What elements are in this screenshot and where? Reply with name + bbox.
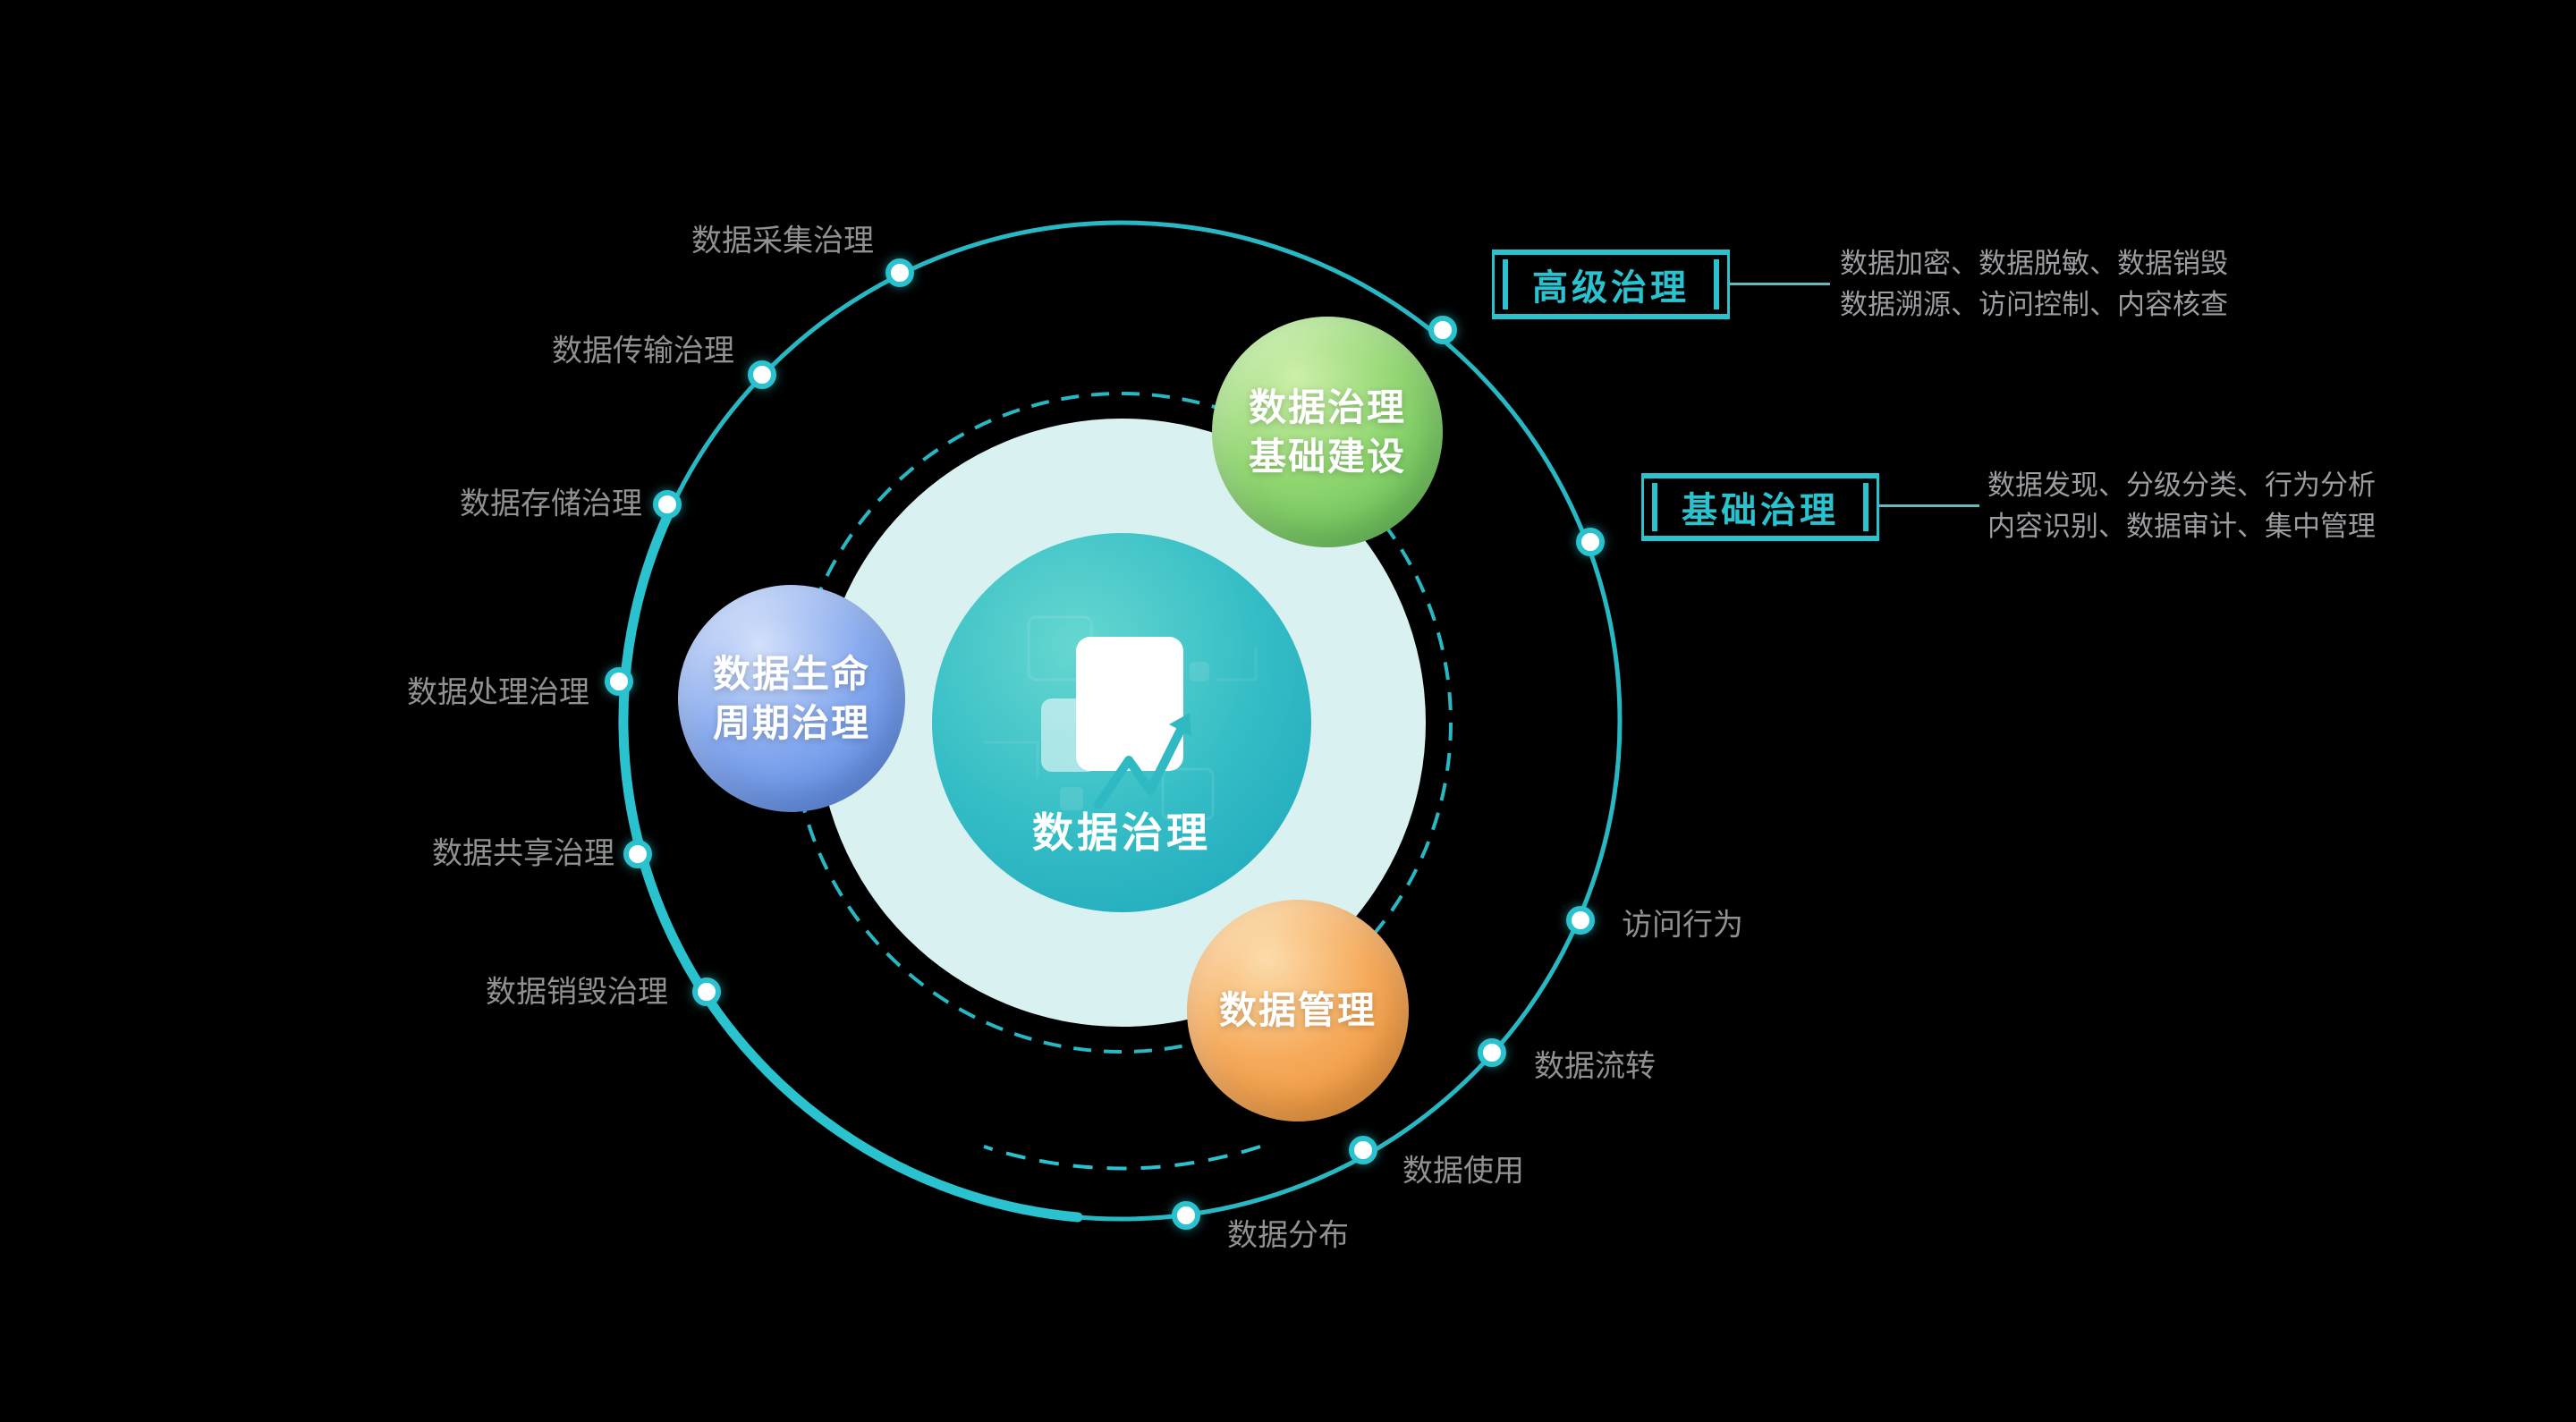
- label-data-sharing: 数据共享治理: [432, 836, 614, 871]
- label-data-transfer: 数据传输治理: [552, 334, 734, 368]
- bubble-blue-line1: 数据生命: [712, 652, 870, 695]
- orbit-dot-advanced: [1428, 316, 1457, 344]
- line-chart-icon: [1041, 637, 1191, 809]
- bubble-data-management: 数据管理: [1187, 900, 1409, 1122]
- label-data-processing: 数据处理治理: [407, 675, 589, 710]
- chart-zigzag-line: [1094, 725, 1185, 809]
- orbit-dot-processing: [605, 667, 633, 696]
- bubble-green-line1: 数据治理: [1248, 385, 1406, 428]
- bubble-governance-foundation: 数据治理 基础建设: [1212, 317, 1443, 547]
- chart-arrow-head: [1169, 713, 1191, 736]
- chart-icon-back-card: [1041, 698, 1097, 772]
- bubble-orange-line1: 数据管理: [1218, 989, 1377, 1032]
- chart-icon-card: [1076, 637, 1183, 771]
- callout-advanced-governance-plate: 高级治理: [1492, 250, 1730, 319]
- orbit-dot-basic: [1576, 528, 1605, 556]
- bubble-blue-line2: 周期治理: [712, 702, 870, 744]
- callout-basic-desc-line2: 内容识别、数据审计、集中管理: [1987, 511, 2376, 542]
- orbit-dot-collection: [886, 258, 914, 287]
- orbit-dot-data-usage: [1349, 1136, 1377, 1164]
- orbit-dot-storage: [653, 490, 682, 519]
- callout-basic-desc-line1: 数据发现、分级分类、行为分析: [1987, 470, 2376, 501]
- label-data-flow: 数据流转: [1534, 1049, 1656, 1084]
- orbit-dot-data-flow: [1478, 1038, 1506, 1067]
- callout-advanced-connector-line: [1730, 283, 1830, 285]
- label-access-behavior: 访问行为: [1622, 908, 1743, 943]
- bubble-data-lifecycle: 数据生命 周期治理: [678, 585, 905, 812]
- callout-basic-connector-line: [1879, 504, 1979, 507]
- orbit-dot-transfer: [748, 360, 776, 389]
- circuit-pattern-decoration: [984, 615, 1258, 821]
- callout-basic-description: 数据发现、分级分类、行为分析 内容识别、数据审计、集中管理: [1987, 465, 2376, 547]
- callout-basic-governance-plate: 基础治理: [1641, 473, 1879, 541]
- label-data-collection: 数据采集治理: [691, 224, 874, 258]
- callout-advanced-description: 数据加密、数据脱敏、数据销毁 数据溯源、访问控制、内容核查: [1840, 243, 2228, 326]
- label-data-storage: 数据存储治理: [460, 487, 642, 521]
- label-data-distribution: 数据分布: [1227, 1218, 1349, 1253]
- center-title: 数据治理: [1032, 809, 1211, 856]
- orbit-dot-destruction: [692, 978, 721, 1006]
- orbit-dot-access-behavior: [1566, 906, 1595, 935]
- bubble-green-line2: 基础建设: [1248, 436, 1406, 478]
- label-data-destruction: 数据销毁治理: [486, 975, 668, 1010]
- orbit-dot-sharing: [623, 840, 652, 868]
- callout-advanced-desc-line2: 数据溯源、访问控制、内容核查: [1840, 289, 2228, 320]
- label-data-usage: 数据使用: [1402, 1154, 1524, 1189]
- orbit-dot-data-distribution: [1172, 1201, 1200, 1230]
- callout-advanced-desc-line1: 数据加密、数据脱敏、数据销毁: [1840, 248, 2228, 279]
- dashed-arc-decoration: [983, 1145, 1261, 1171]
